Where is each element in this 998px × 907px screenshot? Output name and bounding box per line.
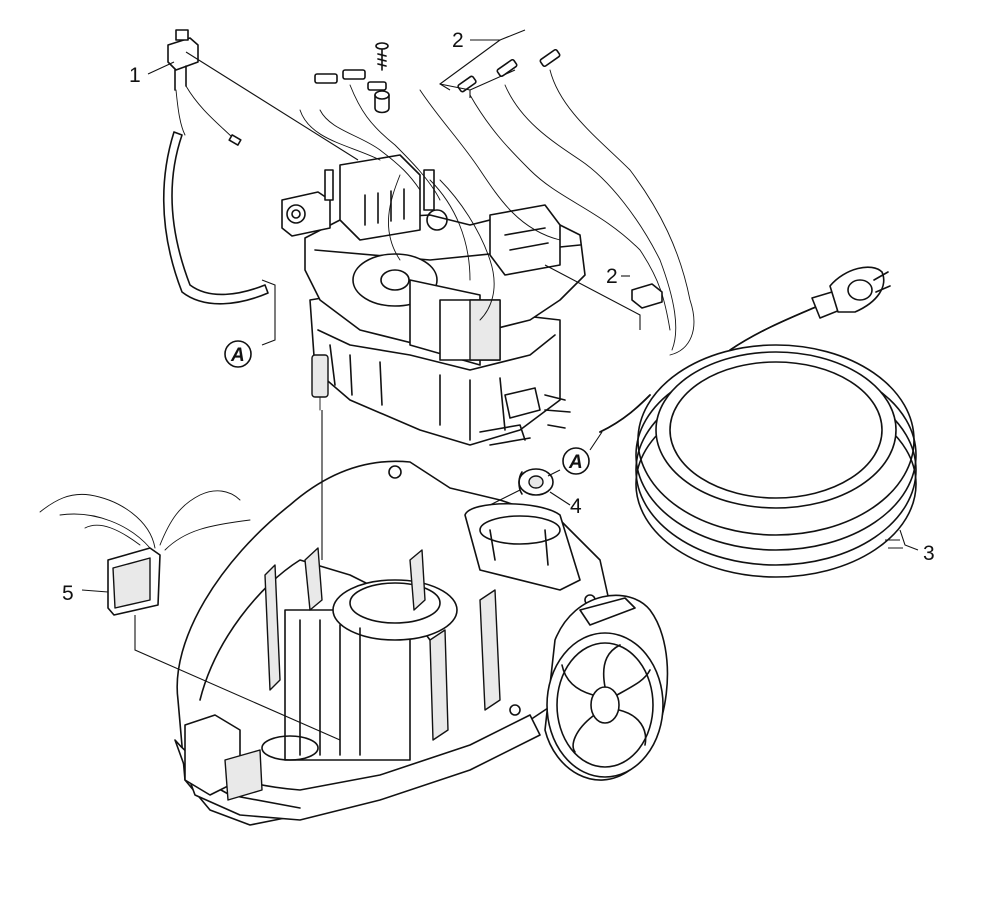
grommet-icon (518, 468, 554, 496)
reference-a-left-label: A (230, 345, 245, 366)
switch-rocker-icon (39, 490, 251, 616)
wiring-harness (299, 48, 695, 356)
leader-lines (81, 29, 919, 741)
callout-2-top: 2 (452, 29, 464, 52)
callout-2-right: 2 (606, 265, 618, 288)
reference-a-right-label: A (568, 452, 583, 473)
callout-4: 4 (570, 495, 582, 518)
base-housing (174, 460, 611, 826)
switch-icon (162, 29, 269, 305)
reference-a-right: A (562, 447, 590, 475)
motor-unit (281, 154, 586, 446)
wheel (544, 594, 669, 781)
callout-5: 5 (62, 582, 74, 605)
screw-icon (374, 42, 390, 114)
reference-a-left: A (224, 340, 252, 368)
power-cord-icon (599, 266, 917, 578)
callout-3: 3 (923, 542, 935, 565)
callout-1: 1 (129, 64, 141, 87)
